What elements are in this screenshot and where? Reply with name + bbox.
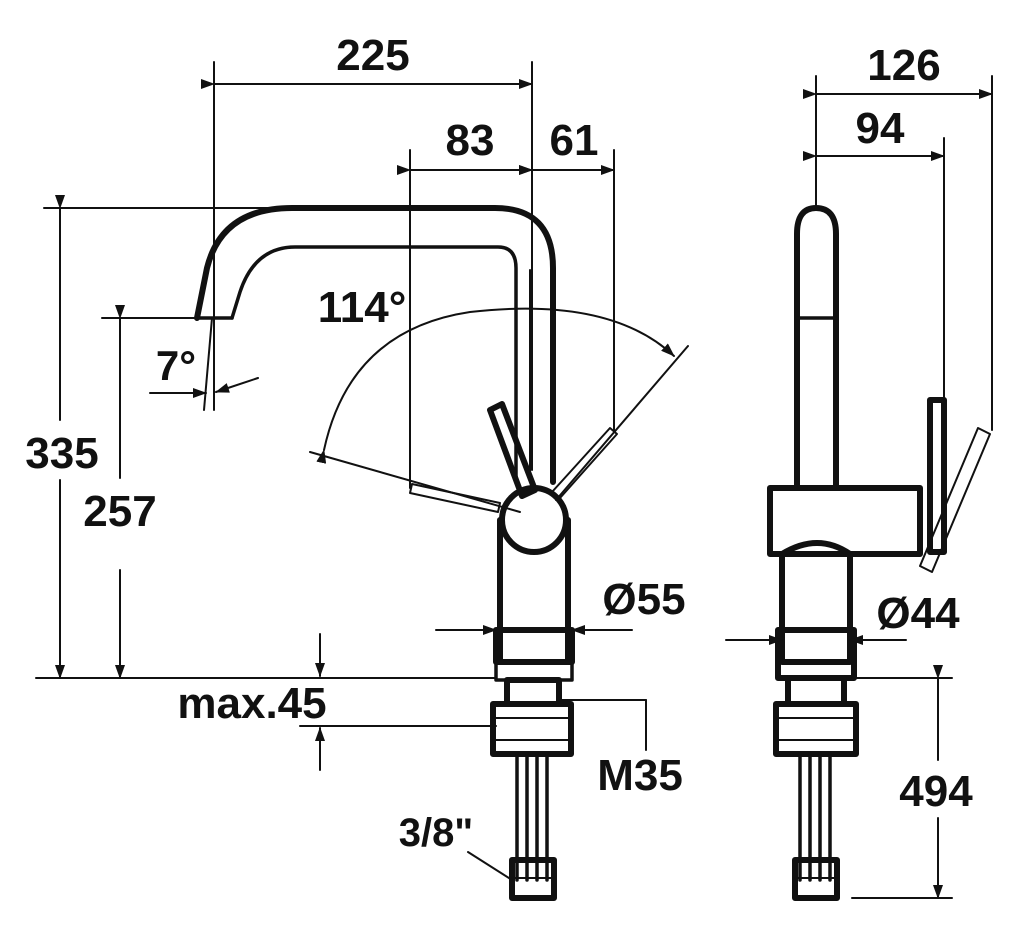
front-base-ring xyxy=(493,627,575,665)
front-threaded-shank xyxy=(504,677,562,707)
dimension-lines xyxy=(35,61,993,899)
dim-spout-reach: 225 xyxy=(336,31,409,80)
side-lever xyxy=(927,397,947,555)
front-nut xyxy=(490,701,574,757)
dim-base-diameter-front: Ø55 xyxy=(602,575,685,624)
side-spout xyxy=(794,205,839,491)
dim-depth-spout: 94 xyxy=(856,104,905,153)
side-view xyxy=(767,205,991,901)
front-lever-hub xyxy=(499,485,569,555)
front-hoses xyxy=(509,752,557,901)
side-hoses xyxy=(792,752,840,901)
side-lever-ghost xyxy=(919,427,991,573)
dim-reach-b: 61 xyxy=(550,116,599,165)
dim-max-thickness: max.45 xyxy=(177,679,326,728)
dim-spout-tilt: 7° xyxy=(156,342,196,389)
side-body xyxy=(779,540,853,665)
front-lever-ghost-left xyxy=(409,483,501,513)
front-spout-inner xyxy=(230,245,518,484)
dim-hose-length: 494 xyxy=(899,767,973,816)
dim-base-diameter-side: Ø44 xyxy=(876,589,960,638)
dimension-labels: 225 83 61 114° 7° 335 257 max.45 M35 3/8… xyxy=(25,31,973,855)
dim-overall-height: 335 xyxy=(25,429,98,478)
side-base-ring xyxy=(775,627,857,681)
dim-thread: M35 xyxy=(597,751,683,800)
dim-swivel-angle: 114° xyxy=(318,283,407,332)
dim-reach-a: 83 xyxy=(446,116,495,165)
side-threaded-shank xyxy=(785,675,847,707)
front-lever-ghost-right xyxy=(551,427,618,499)
side-nut xyxy=(773,701,859,757)
dim-depth-total: 126 xyxy=(867,41,940,90)
side-body-block xyxy=(767,485,923,557)
front-view xyxy=(194,205,618,901)
dim-connection: 3/8" xyxy=(399,811,474,855)
dim-spout-height: 257 xyxy=(83,487,156,536)
front-lever xyxy=(487,401,538,499)
